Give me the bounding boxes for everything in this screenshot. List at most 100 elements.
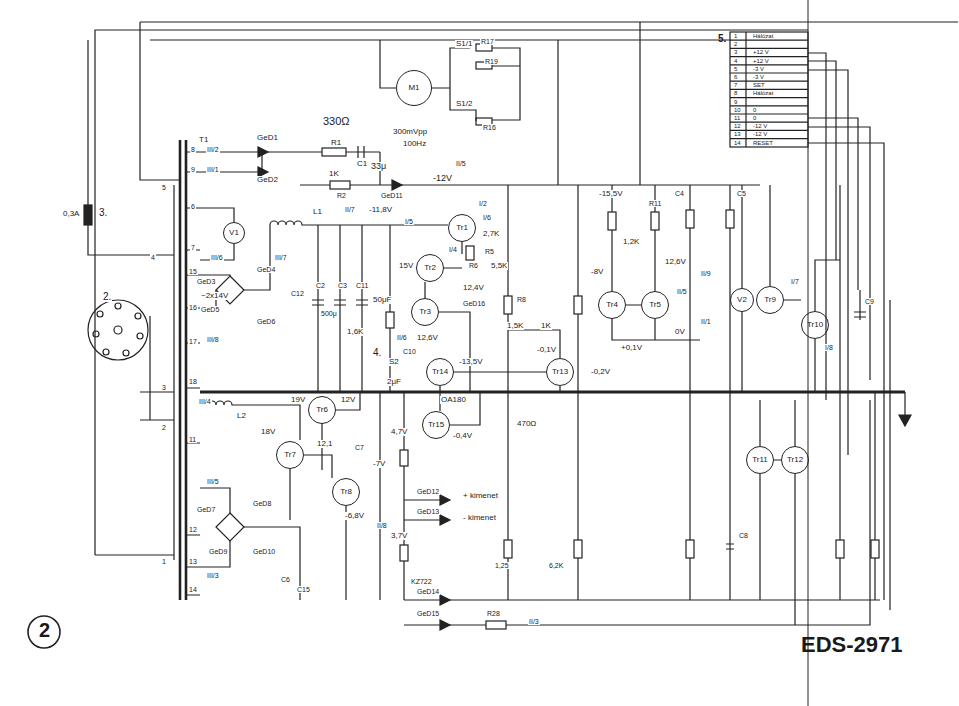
part-name: Tr1 xyxy=(456,224,468,232)
part-name: Tr3 xyxy=(419,308,431,316)
transistor-symbol: Tr2 xyxy=(416,254,444,282)
component-label: 330Ω xyxy=(322,116,351,127)
component-label: GeD14 xyxy=(416,588,440,595)
component-label: 12V xyxy=(340,396,356,404)
component-label: Hálózat xyxy=(752,33,774,39)
transistor-symbol: Tr11 xyxy=(746,446,774,474)
component-label: I/6 xyxy=(482,214,492,221)
component-label: II/6 xyxy=(396,334,408,341)
component-label: GeD5 xyxy=(200,306,220,313)
component-label: 2. xyxy=(102,292,112,302)
transistor-symbol: Tr9 xyxy=(756,286,784,314)
component-label: 15 xyxy=(188,268,198,275)
component-label: 0V xyxy=(674,328,686,336)
component-label: -0,1V xyxy=(536,346,557,354)
component-label: 8 xyxy=(190,146,196,153)
component-label: 33μ xyxy=(370,162,387,171)
component-label: S1/2 xyxy=(455,100,473,108)
part-name: Tr11 xyxy=(752,456,768,464)
component-label: 5 xyxy=(733,66,738,72)
component-label: GeD6 xyxy=(256,318,276,325)
component-label: 12,4V xyxy=(462,284,485,292)
component-label: C6 xyxy=(280,576,291,583)
component-label: 12,1 xyxy=(316,440,334,448)
part-name: Tr8 xyxy=(340,488,352,496)
part-name: Tr6 xyxy=(316,406,328,414)
component-label: OA180 xyxy=(440,396,467,404)
component-label: 11 xyxy=(733,115,741,121)
component-label: C5 xyxy=(736,190,747,197)
component-label: GeD8 xyxy=(252,500,272,507)
component-label: S1/1 xyxy=(455,40,473,48)
round-symbol: V1 xyxy=(223,222,245,244)
transistor-symbol: Tr10 xyxy=(801,311,829,339)
component-label: C8 xyxy=(738,532,749,539)
component-label: 8 xyxy=(733,90,738,96)
component-label: C9 xyxy=(864,298,875,305)
component-label: +12 V xyxy=(752,49,770,55)
part-name: Tr5 xyxy=(649,301,661,309)
component-label: GeD4 xyxy=(256,266,276,273)
part-name: Tr10 xyxy=(807,321,823,329)
component-label: 9 xyxy=(190,166,196,173)
component-label: C1 xyxy=(356,160,368,168)
component-label: R19 xyxy=(484,58,499,65)
transistor-symbol: Tr3 xyxy=(411,298,439,326)
component-label: II/9 xyxy=(700,270,712,277)
component-label: 1,25 xyxy=(494,562,510,569)
component-label: L1 xyxy=(312,208,323,216)
component-label: -3 V xyxy=(752,74,765,80)
component-label: 4 xyxy=(733,58,738,64)
component-label: GeD16 xyxy=(462,300,486,307)
component-label: 1,5K xyxy=(506,322,524,330)
component-label: -0,2V xyxy=(590,368,611,376)
transistor-symbol: Tr15 xyxy=(422,411,450,439)
transistor-symbol: Tr1 xyxy=(448,214,476,242)
transistor-symbol: Tr13 xyxy=(546,358,574,386)
component-label: II/3 xyxy=(528,618,540,625)
component-label: -7V xyxy=(372,460,386,468)
component-label: -0,4V xyxy=(452,432,473,440)
component-label: 2μF xyxy=(386,378,402,386)
component-label: -8V xyxy=(590,268,604,276)
component-label: R5 xyxy=(484,248,495,255)
component-label: +0,1V xyxy=(620,344,643,352)
component-label: 2,7K xyxy=(482,230,500,238)
component-label: 12,6V xyxy=(416,334,439,342)
component-label: R16 xyxy=(482,124,497,131)
part-name: Tr15 xyxy=(428,421,444,429)
component-label: + kimenet xyxy=(462,492,499,500)
part-name: V1 xyxy=(229,229,239,237)
component-label: II/8 xyxy=(376,522,388,529)
component-label: -12V xyxy=(432,174,453,183)
drawing-number: EDS-2971 xyxy=(800,634,904,656)
part-name: Tr12 xyxy=(787,456,803,464)
transistor-symbol: Tr14 xyxy=(426,358,454,386)
component-label: 0,3A xyxy=(62,210,80,218)
component-label: 12,6V xyxy=(664,258,687,266)
component-label: 1K xyxy=(328,170,340,178)
component-label: II/5 xyxy=(676,288,688,295)
transistor-symbol: Tr12 xyxy=(781,446,809,474)
component-label: R1 xyxy=(330,139,342,147)
component-label: 0 xyxy=(752,107,757,113)
component-label: GeD7 xyxy=(196,506,216,513)
component-label: KZ722 xyxy=(410,578,433,585)
component-label: 2 xyxy=(161,424,167,431)
component-label: 100Hz xyxy=(402,140,427,148)
component-label: R6 xyxy=(468,262,479,269)
part-name: V2 xyxy=(737,296,747,304)
component-label: R28 xyxy=(486,610,501,617)
component-label: GeD1 xyxy=(256,134,279,142)
component-label: III/7 xyxy=(274,254,288,261)
component-label: 11 xyxy=(188,436,197,443)
transistor-symbol: Tr5 xyxy=(641,291,669,319)
component-label: 14 xyxy=(188,586,198,593)
component-label: C15 xyxy=(296,586,311,593)
component-label: 12 xyxy=(188,526,198,533)
component-label: 13 xyxy=(188,558,198,565)
component-label: C11 xyxy=(355,282,369,289)
component-label: 15V xyxy=(398,262,414,270)
component-label: R17 xyxy=(480,38,495,45)
component-label: C7 xyxy=(354,444,365,451)
